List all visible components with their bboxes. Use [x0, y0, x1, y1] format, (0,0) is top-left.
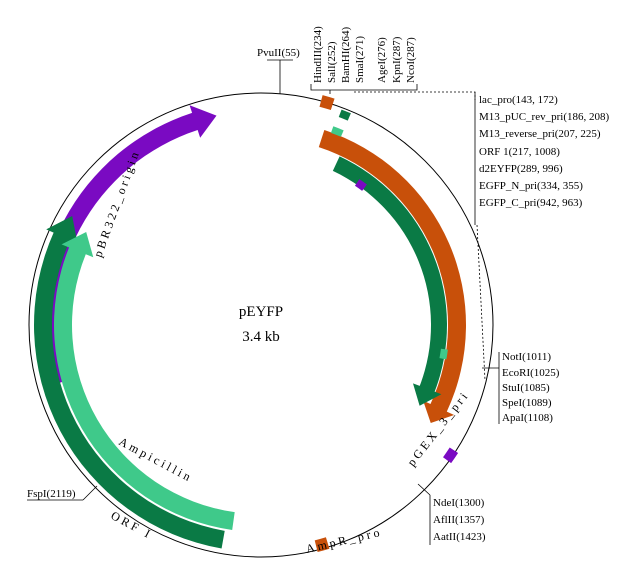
- orf-i-arc: [34, 216, 225, 549]
- top-site-labels: HindIII(234) SalI(252) BamHI(264) SmaI(2…: [312, 26, 417, 83]
- site-hindiii: HindIII(234): [312, 26, 324, 83]
- site-spei: SpeI(1089): [502, 397, 552, 409]
- site-sali: SalI(252): [326, 41, 338, 83]
- fspi-leader: [82, 485, 98, 501]
- site-apai: ApaI(1108): [502, 412, 553, 424]
- plasmid-name: pEYFP: [239, 304, 283, 320]
- lower-sites-leader: [417, 483, 431, 496]
- legend-egfp-c-pri: EGFP_C_pri(942, 963): [479, 197, 583, 209]
- site-fspi: FspI(2119): [27, 488, 76, 500]
- site-ndei: NdeI(1300): [433, 497, 485, 509]
- site-agei: AgeI(276): [376, 37, 388, 83]
- feature-marks: [314, 95, 459, 553]
- egfp-n-pri-mark: [354, 179, 367, 191]
- legend-dashed-leader: [476, 224, 486, 381]
- lac-pro-mark: [319, 95, 335, 111]
- legend-m13-reverse-pri: M13_reverse_pri(207, 225): [479, 128, 601, 140]
- pbr322-origin-arc: [37, 105, 217, 387]
- top-sites-bracket: [310, 84, 418, 91]
- feature-legend: lac_pro(143, 172) M13_pUC_rev_pri(186, 2…: [479, 94, 609, 209]
- orf1-arc: [318, 130, 466, 423]
- d2eyfp-arc: [332, 156, 447, 406]
- site-bamhi: BamHI(264): [340, 26, 352, 83]
- site-ncoi: NcoI(287): [405, 37, 417, 83]
- site-aatii: AatII(1423): [433, 531, 486, 543]
- legend-d2eyfp: d2EYFP(289, 996): [479, 163, 563, 175]
- site-stui: StuI(1085): [502, 382, 550, 394]
- m13-puc-rev-pri-mark: [338, 109, 351, 121]
- ampr-pro-mark: [314, 537, 330, 553]
- legend-lac-pro: lac_pro(143, 172): [479, 94, 558, 106]
- site-pvuii: PvuII(55): [257, 47, 300, 59]
- site-kpni: KpnI(287): [391, 36, 403, 83]
- feature-arcs: [34, 105, 466, 549]
- lower-site-labels: NdeI(1300) AflII(1357) AatII(1423): [433, 497, 486, 543]
- legend-orf-1: ORF 1(217, 1008): [479, 146, 560, 158]
- site-smai: SmaI(271): [354, 36, 366, 83]
- plasmid-size: 3.4 kb: [242, 329, 280, 345]
- site-ecori: EcoRI(1025): [502, 367, 560, 379]
- right-site-labels: NotI(1011) EcoRI(1025) StuI(1085) SpeI(1…: [502, 351, 560, 424]
- leader-lines: [27, 59, 500, 545]
- legend-leader: [354, 91, 476, 100]
- ampicillin-arc: [53, 232, 235, 530]
- label-ampr-pro: AmpR_pro: [305, 525, 384, 556]
- site-noti: NotI(1011): [502, 351, 551, 363]
- plasmid-backbone: [28, 92, 494, 558]
- pgex-3-pri-mark: [443, 447, 459, 464]
- egfp-c-pri-mark: [439, 348, 448, 360]
- legend-m13-puc-rev-pri: M13_pUC_rev_pri(186, 208): [479, 111, 609, 123]
- m13-reverse-pri-mark: [330, 126, 344, 137]
- site-aflii: AflII(1357): [433, 514, 485, 526]
- legend-egfp-n-pri: EGFP_N_pri(334, 355): [479, 180, 583, 192]
